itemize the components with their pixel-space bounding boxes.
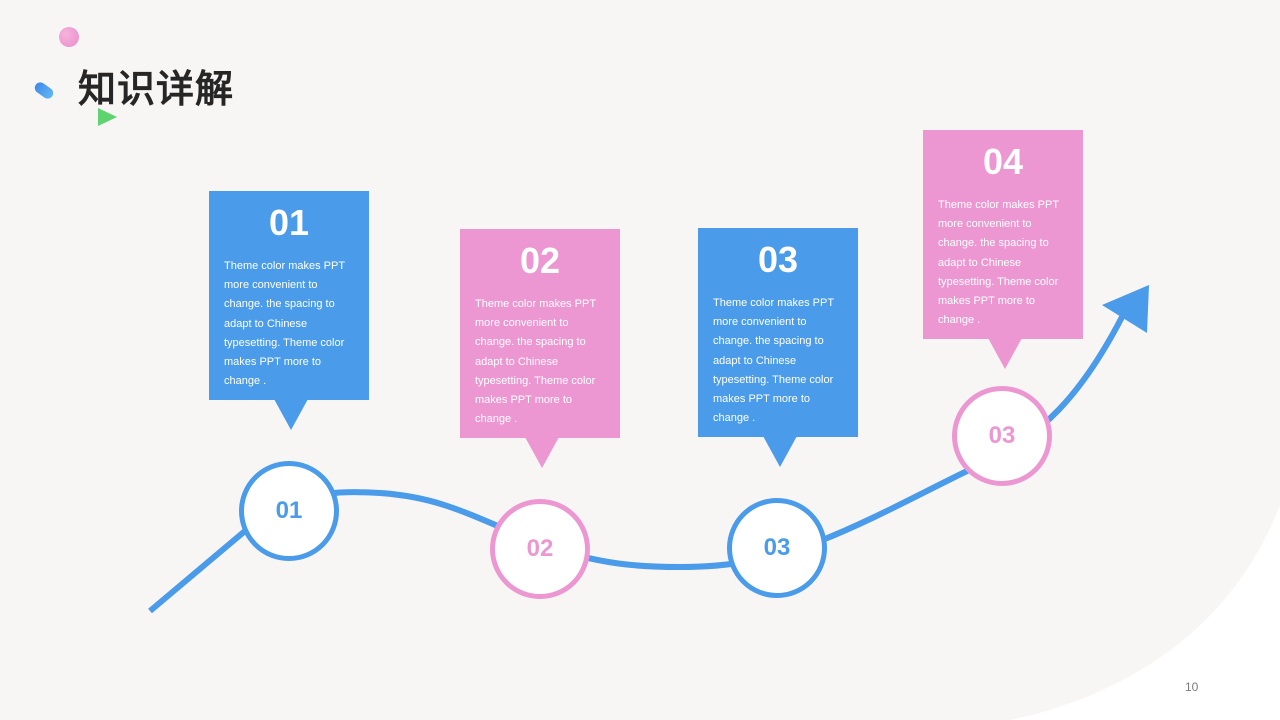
step-card-description: Theme color makes PPT more convenient to… bbox=[475, 298, 596, 426]
step-node-2: 02 bbox=[490, 499, 590, 599]
page-title: 知识详解 bbox=[78, 67, 235, 111]
pink-dot-decoration bbox=[59, 27, 79, 47]
callout-pointer bbox=[274, 399, 308, 430]
callout-pointer bbox=[763, 436, 797, 467]
callout-pointer bbox=[525, 437, 559, 468]
step-node-4: 03 bbox=[952, 386, 1052, 486]
step-card-number: 01 bbox=[268, 202, 310, 243]
step-node-1: 01 bbox=[239, 461, 339, 561]
step-card-number: 02 bbox=[519, 240, 561, 281]
step-card-number: 03 bbox=[757, 239, 799, 280]
step-card-2: 02 Theme color makes PPT more convenient… bbox=[460, 229, 620, 468]
step-card-description: Theme color makes PPT more convenient to… bbox=[713, 297, 834, 425]
page-number: 10 bbox=[1185, 680, 1199, 694]
step-card-number: 04 bbox=[982, 141, 1024, 182]
step-card-1: 01 Theme color makes PPT more convenient… bbox=[209, 191, 369, 430]
arrow-head-icon bbox=[1102, 285, 1149, 333]
step-card-description: Theme color makes PPT more convenient to… bbox=[224, 260, 345, 388]
step-card-4: 04 Theme color makes PPT more convenient… bbox=[923, 130, 1083, 369]
step-card-description: Theme color makes PPT more convenient to… bbox=[938, 199, 1059, 327]
step-node-3: 03 bbox=[727, 498, 827, 598]
callout-pointer bbox=[988, 338, 1022, 369]
green-triangle-decoration bbox=[98, 108, 117, 126]
step-card-3: 03 Theme color makes PPT more convenient… bbox=[698, 228, 858, 467]
